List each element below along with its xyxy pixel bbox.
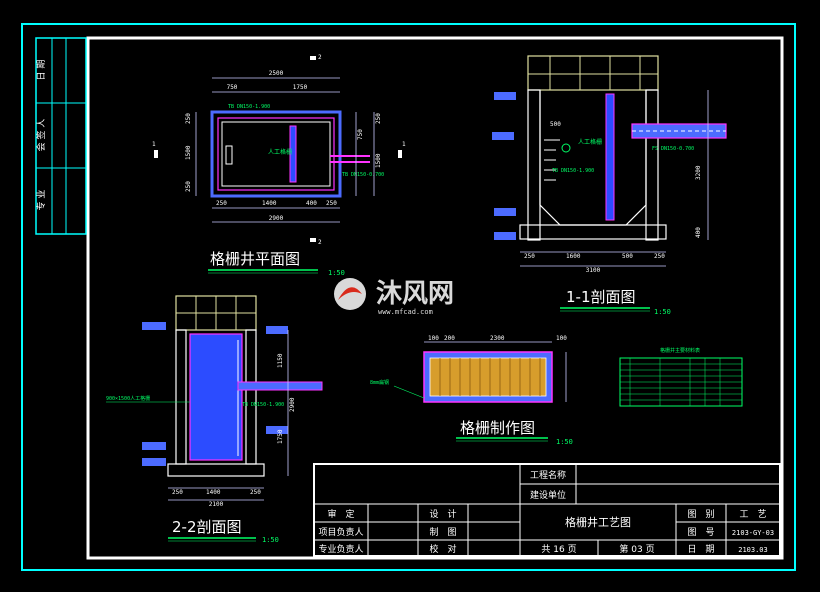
- tb-number-label: 图 号: [687, 527, 714, 538]
- material-table-title: 格栅井主要材料表: [660, 347, 700, 354]
- plan-title: 格栅井平面图: [210, 250, 300, 268]
- plan-label-grate: 人工格栅: [268, 148, 292, 156]
- side-bar-row-0: 日 期: [36, 60, 47, 81]
- s22-title: 2-2剖面图: [172, 518, 242, 536]
- fab-dim-top-b: 200: [444, 335, 455, 342]
- side-bar-row-1: 会 签 人: [35, 119, 47, 152]
- plan-dim-bottom-total: 2900: [269, 215, 284, 222]
- inner-frame: [86, 36, 784, 560]
- tb-drafting-label: 制 图: [429, 526, 456, 538]
- section-2-2: 900×1500人工格栅 TB DN150-1.900 1150 2900 17…: [106, 295, 323, 544]
- s22-dim-right-a: 1150: [277, 353, 284, 368]
- tb-date-label: 日 期: [687, 544, 714, 555]
- plan-label-pipe-out: TB DN150-0.700: [342, 172, 384, 178]
- s22-dim-bottom-total: 2100: [209, 501, 224, 508]
- plan-section-mark-b: 1: [402, 141, 406, 148]
- watermark-brand: 沐风网: [376, 279, 454, 309]
- plan-section-mark-c: 2: [318, 54, 322, 61]
- tb-check-label: 校 对: [429, 543, 456, 555]
- s11-dim-bottom-a: 250: [524, 253, 535, 260]
- s22-dim-bottom-b: 1400: [206, 489, 221, 496]
- fab-dim-top-d: 100: [556, 335, 567, 342]
- plan-dim-bottom-c: 400: [306, 200, 317, 207]
- tb-discipline-lead-label: 专业负责人: [318, 543, 363, 555]
- tb-project-lead-label: 项目负责人: [318, 526, 363, 538]
- plan-section-mark-d: 2: [318, 239, 322, 246]
- title-block: 工程名称 建设单位 格栅井工艺图 审 定 设 计 项目负责人 制 图 专业负责人…: [313, 463, 781, 557]
- tb-design-label: 设 计: [429, 508, 456, 520]
- s22-dim-right-b: 2900: [289, 397, 296, 412]
- s11-level: 500: [550, 121, 561, 128]
- s11-dim-bottom-b: 1600: [566, 253, 581, 260]
- plan-scale: 1:50: [328, 269, 345, 277]
- plan-dim-left-a: 250: [185, 113, 192, 124]
- s22-dim-bottom-a: 250: [172, 489, 183, 496]
- plan-dim-left-b: 1500: [185, 145, 192, 160]
- tb-category-value: 工 艺: [739, 509, 766, 520]
- fab-title: 格栅制作图: [460, 419, 535, 437]
- tb-client-label: 建设单位: [530, 489, 566, 501]
- plan-dim-top-b: 1750: [293, 84, 308, 91]
- plan-dim-left-c: 250: [185, 181, 192, 192]
- plan-dim-right-c: 1500: [375, 153, 382, 168]
- s22-dim-bottom-c: 250: [250, 489, 261, 496]
- s22-label-pipe: TB DN150-1.900: [242, 402, 284, 408]
- s22-scale: 1:50: [262, 536, 279, 544]
- plan-section-mark-a: 1: [152, 141, 156, 148]
- plan-label-pipe-in: TB DN150-1.900: [228, 104, 270, 110]
- tb-reviewer-label: 审 定: [327, 508, 354, 520]
- s11-dim-bottom-c: 500: [622, 253, 633, 260]
- fab-dim-top-c: 2300: [490, 335, 505, 342]
- s11-label-grate: 人工格栅: [578, 138, 602, 146]
- tb-page-no: 第 03 页: [619, 543, 654, 555]
- s11-scale: 1:50: [654, 308, 671, 316]
- fabrication-view: 100 200 2300 100 8mm扁钢 格栅制作图 1:50: [370, 335, 573, 446]
- tb-drawing-title: 格栅井工艺图: [565, 515, 631, 529]
- s22-label-grate: 900×1500人工格栅: [106, 395, 150, 402]
- tb-total-pages: 共 16 页: [541, 544, 576, 555]
- plan-dim-right-b: 250: [375, 113, 382, 124]
- section-1-1: 500 人工格栅 TB DN150-1.900 FS DN150-0.700 3…: [492, 55, 727, 316]
- s11-label-pipe-out: FS DN150-0.700: [652, 146, 694, 152]
- fab-scale: 1:50: [556, 438, 573, 446]
- s11-dim-right-b: 400: [695, 227, 702, 238]
- tb-number-value: 2103-GY-03: [732, 529, 774, 537]
- plan-dim-bottom-d: 250: [326, 200, 337, 207]
- s11-dim-right-a: 3200: [695, 165, 702, 180]
- plan-dim-bottom-b: 1400: [262, 200, 277, 207]
- s11-label-pipe: TB DN150-1.900: [552, 168, 594, 174]
- fab-label-bar: 8mm扁钢: [370, 379, 389, 386]
- watermark: 沐风网 www.mfcad.com: [334, 278, 454, 316]
- tb-project-name-label: 工程名称: [530, 469, 566, 481]
- s11-dim-bottom-d: 250: [654, 253, 665, 260]
- watermark-url: www.mfcad.com: [378, 308, 433, 316]
- plan-dim-top-total: 2500: [269, 70, 284, 77]
- s11-title: 1-1剖面图: [566, 288, 636, 306]
- plan-dim-top-a: 750: [227, 84, 238, 91]
- s22-dim-right-c: 1750: [277, 429, 284, 444]
- plan-dim-bottom-a: 250: [216, 200, 227, 207]
- plan-dim-right-a: 750: [357, 129, 364, 140]
- tb-category-label: 图 别: [687, 509, 714, 520]
- side-bar-row-2: 专 业: [35, 190, 47, 211]
- plan-view: 2500 750 1750 人工格栅 TB DN150-1.900 TB DN1…: [152, 54, 406, 277]
- tb-date-value: 2103.03: [738, 546, 768, 554]
- fab-dim-top-a: 100: [428, 335, 439, 342]
- outer-frame: [21, 23, 796, 571]
- side-bar: 日 期 会 签 人 专 业: [35, 37, 87, 235]
- s11-dim-bottom-total: 3100: [586, 267, 601, 274]
- material-table: 格栅井主要材料表: [619, 347, 743, 407]
